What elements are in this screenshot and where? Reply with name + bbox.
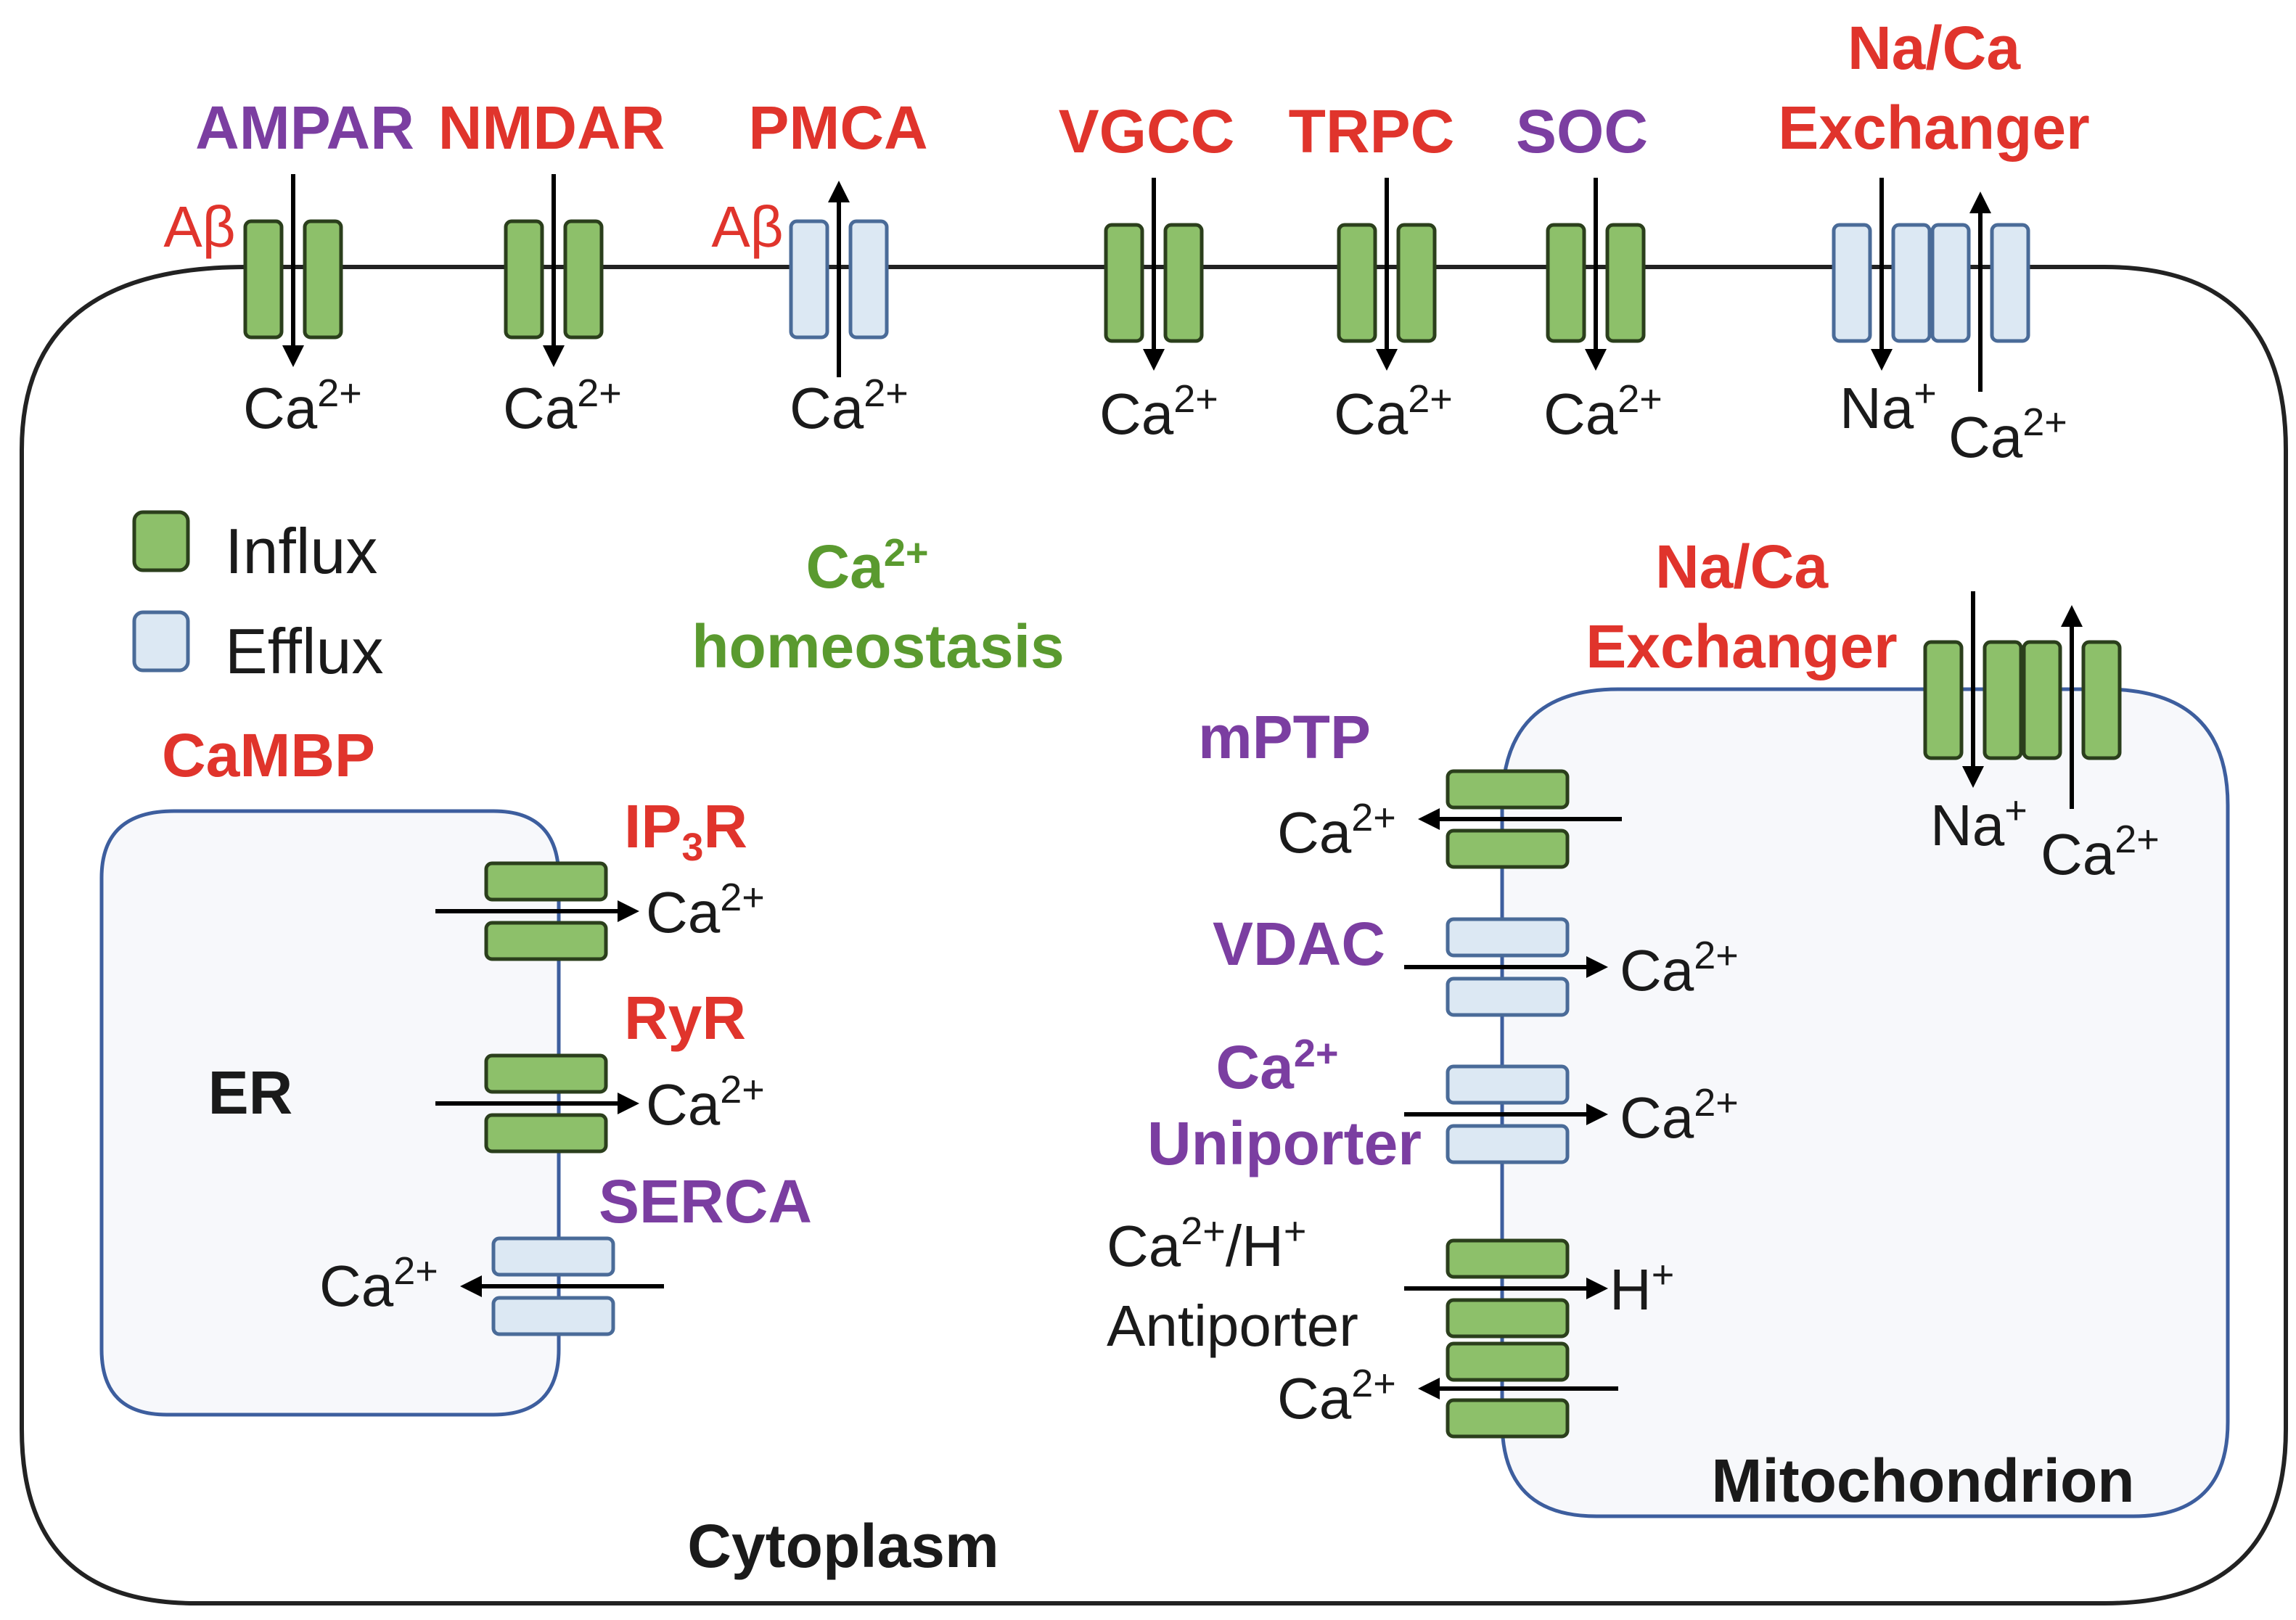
antiporter-h-ion: H+ [1610, 1253, 1674, 1322]
soc-label: SOC [1516, 97, 1648, 165]
mito-exchanger-label-line2: Exchanger [1586, 612, 1898, 681]
nmdar-channel [504, 174, 604, 367]
er-membrane [99, 809, 561, 1417]
mitochondrion-label: Mitochondrion [1711, 1447, 2134, 1515]
ampar-abeta-label: Aβ [163, 194, 235, 259]
serca-label: SERCA [599, 1167, 812, 1235]
pmca-label: PMCA [748, 94, 927, 162]
ampar-label: AMPAR [195, 94, 414, 162]
legend-efflux-swatch [132, 610, 190, 673]
mptp-label: mPTP [1198, 703, 1371, 771]
uniporter-label-line1: Ca2+ [1216, 1032, 1339, 1101]
vdac-ion: Ca2+ [1620, 934, 1739, 1003]
serca-channel [460, 1236, 664, 1336]
serca-ion: Ca2+ [319, 1249, 438, 1318]
vdac-label: VDAC [1213, 910, 1385, 978]
plasma-exchanger-na-ion: Na+ [1840, 371, 1937, 440]
legend-efflux-label: Efflux [225, 615, 384, 687]
ampar-ion: Ca2+ [243, 371, 362, 440]
antiporter-label-line2: Antiporter [1107, 1294, 1358, 1358]
antiporter-label-line1: Ca2+/H+ [1107, 1209, 1306, 1278]
uniporter-ion: Ca2+ [1620, 1081, 1739, 1150]
mptp-channel [1418, 769, 1622, 869]
plasma-na-ca-exchanger [1832, 178, 2030, 392]
legend-influx-label: Influx [225, 515, 377, 587]
cambp-label: CaMBP [162, 721, 375, 789]
vgcc-label: VGCC [1059, 97, 1235, 165]
ip3r-channel [435, 861, 639, 961]
legend-influx-swatch [132, 510, 190, 572]
pmca-channel [789, 181, 889, 377]
pmca-abeta-label: Aβ [711, 194, 783, 259]
vgcc-ion: Ca2+ [1099, 377, 1218, 446]
trpc-channel [1337, 178, 1437, 371]
mito-exchanger-ca-ion: Ca2+ [2041, 818, 2160, 887]
ryr-ion: Ca2+ [646, 1068, 765, 1137]
vgcc-channel [1104, 178, 1204, 371]
trpc-label: TRPC [1289, 97, 1455, 165]
uniporter-label-line2: Uniporter [1147, 1109, 1422, 1177]
er-label: ER [208, 1058, 293, 1127]
legend: Influx Efflux [132, 510, 384, 687]
soc-ion: Ca2+ [1543, 377, 1662, 446]
antiporter-ca-ion: Ca2+ [1277, 1362, 1396, 1431]
plasma-exchanger-ca-ion: Ca2+ [1948, 400, 2067, 469]
ryr-label: RyR [624, 984, 746, 1052]
cytoplasm-label: Cytoplasm [687, 1512, 999, 1580]
uniporter-channel [1404, 1064, 1608, 1164]
vdac-channel [1404, 917, 1608, 1017]
mito-exchanger-na-ion: Na+ [1930, 789, 2028, 858]
antiporter-channel [1404, 1238, 1618, 1439]
soc-channel [1546, 178, 1646, 371]
mito-na-ca-exchanger [1923, 591, 2122, 809]
center-label-text: homeostasis [692, 612, 1065, 681]
nmdar-ion: Ca2+ [503, 371, 622, 440]
mito-exchanger-label-line1: Na/Ca [1655, 533, 1829, 601]
mptp-ion: Ca2+ [1277, 796, 1396, 865]
nmdar-label: NMDAR [438, 94, 665, 162]
ip3r-label: IP3R [624, 792, 747, 869]
center-label-ion: Ca2+ [806, 531, 929, 601]
ip3r-ion: Ca2+ [646, 876, 765, 945]
mitochondrion-membrane [1500, 687, 2230, 1518]
trpc-ion: Ca2+ [1334, 377, 1453, 446]
plasma-exchanger-label-line2: Exchanger [1778, 94, 2090, 162]
pmca-ion: Ca2+ [790, 371, 909, 440]
ryr-channel [435, 1053, 639, 1154]
ampar-channel [243, 174, 343, 367]
plasma-exchanger-label-line1: Na/Ca [1848, 14, 2021, 82]
